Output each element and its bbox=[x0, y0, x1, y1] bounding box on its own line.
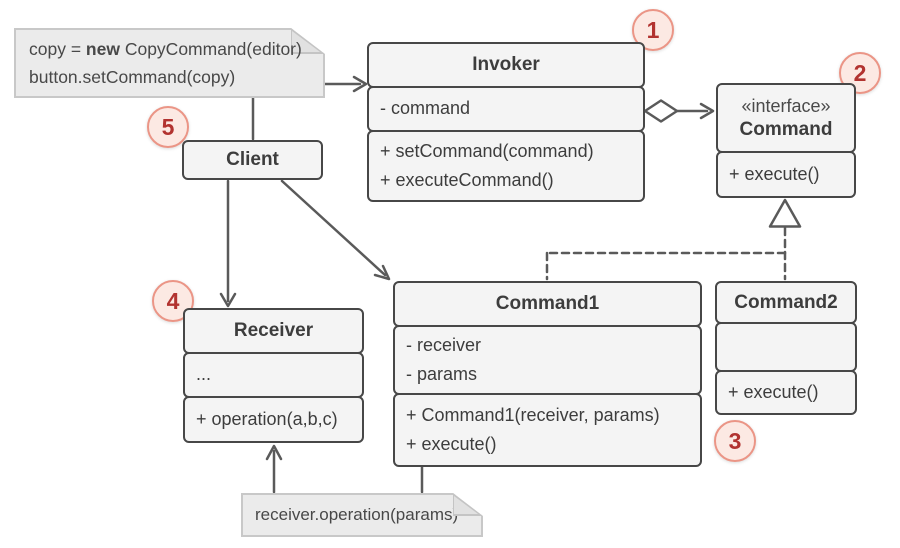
class-name-label: Command1 bbox=[495, 293, 600, 314]
stereotype-label: «interface» bbox=[741, 96, 831, 116]
arrowhead-icon bbox=[352, 75, 368, 93]
note-fold-icon bbox=[291, 28, 325, 54]
class-box-command-interface: «interface» Command + execute() bbox=[716, 83, 856, 198]
method-row: + execute() bbox=[406, 433, 497, 454]
note-text: CopyCommand(editor) bbox=[119, 39, 302, 59]
note-text: copy = bbox=[29, 39, 86, 59]
class-title: Invoker bbox=[367, 42, 645, 88]
note-line: button.setCommand(copy) bbox=[29, 67, 236, 87]
attributes-section: - receiver - params bbox=[393, 324, 702, 395]
badge-client: 5 bbox=[147, 106, 189, 148]
class-box-command1: Command1 - receiver - params + Command1(… bbox=[393, 281, 702, 467]
attributes-section: - command bbox=[367, 85, 645, 132]
methods-section: + execute() bbox=[715, 369, 857, 415]
arrowhead-icon bbox=[373, 264, 391, 281]
method-row: + execute() bbox=[729, 163, 820, 184]
class-name-label: Client bbox=[226, 149, 279, 170]
method-row: + operation(a,b,c) bbox=[196, 408, 338, 429]
note-text: receiver.operation(params) bbox=[255, 505, 459, 524]
class-title: Client bbox=[182, 140, 323, 180]
badge-command1: 3 bbox=[714, 420, 756, 462]
methods-section: + Command1(receiver, params) + execute() bbox=[393, 392, 702, 467]
attribute-row: - params bbox=[406, 363, 478, 384]
attribute-row: - command bbox=[380, 98, 471, 119]
class-title: «interface» Command bbox=[716, 83, 856, 153]
class-name-label: Receiver bbox=[233, 320, 314, 341]
methods-section: + execute() bbox=[716, 150, 856, 198]
badge-invoker: 1 bbox=[632, 9, 674, 51]
arrowhead-icon bbox=[219, 292, 237, 308]
class-title: Receiver bbox=[183, 308, 364, 354]
class-box-command2: Command2 + execute() bbox=[715, 281, 857, 415]
badge-command: 2 bbox=[839, 52, 881, 94]
keyword-new: new bbox=[85, 39, 120, 59]
client-to-command1-line bbox=[280, 179, 387, 277]
attributes-section: ... bbox=[183, 351, 364, 398]
methods-section: + operation(a,b,c) bbox=[183, 395, 364, 443]
attribute-row: - receiver bbox=[406, 334, 482, 355]
note-invocation-code: receiver.operation(params) bbox=[241, 493, 483, 537]
methods-section: + setCommand(command) + executeCommand() bbox=[367, 129, 645, 202]
method-row: + executeCommand() bbox=[380, 169, 554, 190]
arrowhead-icon bbox=[265, 444, 283, 461]
method-row: + setCommand(command) bbox=[380, 140, 594, 161]
class-name-label: Invoker bbox=[472, 54, 540, 75]
note-setup-code: copy = new CopyCommand(editor) button.se… bbox=[14, 28, 325, 98]
badge-receiver: 4 bbox=[152, 280, 194, 322]
note-fold-icon bbox=[453, 493, 483, 516]
realization-triangle-icon bbox=[768, 198, 802, 228]
method-row: + execute() bbox=[728, 381, 819, 402]
realization-dashed-lines bbox=[545, 226, 787, 281]
method-row: + Command1(receiver, params) bbox=[406, 404, 660, 425]
class-box-client: Client bbox=[182, 140, 323, 180]
class-box-receiver: Receiver ... + operation(a,b,c) bbox=[183, 308, 364, 443]
class-title: Command1 bbox=[393, 281, 702, 327]
class-title: Command2 bbox=[715, 281, 857, 324]
class-box-invoker: Invoker - command + setCommand(command) … bbox=[367, 42, 645, 202]
class-name-label: Command2 bbox=[734, 291, 838, 313]
arrowhead-icon bbox=[699, 102, 715, 120]
attribute-row: ... bbox=[196, 364, 212, 385]
class-name-label: Command bbox=[739, 119, 833, 140]
aggregation-diamond-icon bbox=[643, 99, 679, 123]
attributes-section bbox=[715, 321, 857, 372]
note-line: copy = new CopyCommand(editor) bbox=[29, 35, 323, 63]
